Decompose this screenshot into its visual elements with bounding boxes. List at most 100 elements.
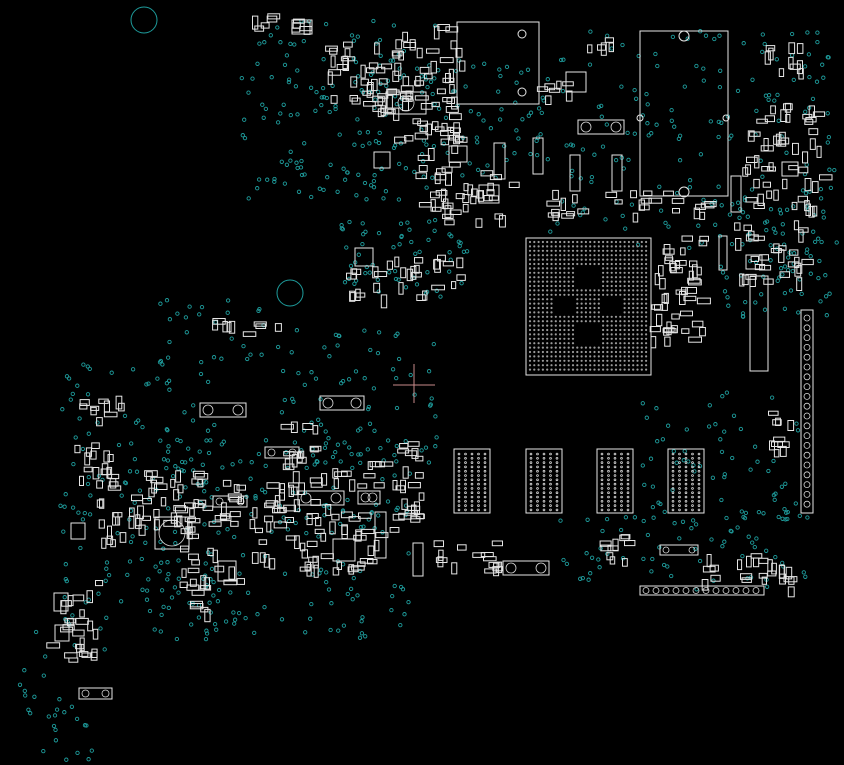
component [357, 490, 381, 505]
bga-ball [645, 254, 648, 257]
via [299, 448, 304, 453]
passive [437, 254, 446, 262]
bga-chip[interactable] [525, 237, 652, 376]
passive [61, 600, 72, 607]
via [383, 189, 389, 194]
bga-ball [567, 289, 570, 292]
via [431, 341, 436, 347]
passive [648, 197, 663, 204]
passive [443, 198, 449, 210]
bga-ball [571, 254, 575, 257]
via [376, 230, 382, 236]
passive [435, 190, 448, 196]
via [166, 444, 171, 449]
bga-outline[interactable] [525, 237, 652, 376]
bga-ball [580, 320, 583, 323]
via [259, 352, 264, 357]
passive [438, 549, 444, 561]
via [600, 528, 605, 534]
via [279, 617, 285, 622]
passive [386, 94, 393, 109]
via [669, 118, 674, 123]
via [536, 106, 542, 111]
via [570, 143, 576, 148]
via [318, 567, 324, 572]
via [808, 271, 813, 276]
bga-ball [528, 350, 532, 354]
passive [68, 657, 79, 663]
bga-ball [546, 306, 549, 310]
chip-pad [600, 495, 604, 499]
ic [478, 184, 500, 204]
bga-ball [546, 298, 549, 301]
bga-ball [554, 271, 557, 274]
passive [416, 294, 426, 301]
via [61, 529, 66, 534]
passive [343, 41, 353, 48]
passive [355, 529, 362, 542]
chip-pad [697, 452, 701, 456]
chip-pad [613, 491, 617, 495]
via [159, 560, 164, 565]
via [82, 510, 87, 516]
bga-ball [619, 350, 622, 354]
bga-ball [584, 355, 588, 358]
via [649, 131, 654, 136]
via [304, 465, 309, 471]
chip-pad [529, 465, 533, 469]
passive [434, 172, 441, 185]
bga-ball [563, 267, 566, 270]
via [738, 206, 743, 212]
bga-ball [537, 320, 540, 323]
chip-pad [607, 452, 610, 456]
via [632, 131, 637, 136]
via [335, 189, 340, 194]
via [147, 608, 153, 614]
bga-ball [537, 346, 540, 349]
bga-ball [610, 289, 613, 292]
passive [229, 497, 242, 503]
bga-ball [533, 276, 536, 279]
pad [535, 562, 547, 574]
bga-ball [645, 240, 648, 244]
chip-pad [691, 461, 694, 464]
bga-ball [619, 333, 622, 336]
bga-ball [614, 240, 618, 244]
via [741, 41, 746, 46]
via [390, 58, 396, 63]
chip-pad [620, 499, 623, 503]
bga-ball [528, 289, 532, 292]
via [394, 507, 399, 513]
passive [753, 178, 760, 189]
bga-ball [645, 258, 648, 261]
via [119, 493, 124, 498]
via [467, 161, 472, 166]
passive [91, 442, 100, 449]
via [826, 134, 832, 140]
bga-ball [636, 346, 639, 349]
via [806, 52, 812, 57]
via [584, 551, 589, 556]
bga-ball [528, 337, 532, 340]
bga-ball [533, 350, 536, 354]
bga-ball [528, 284, 532, 288]
passive [253, 321, 267, 327]
passive [687, 277, 701, 284]
passive [556, 80, 562, 90]
bga-ball [550, 302, 553, 305]
bga-ball [576, 240, 579, 244]
via [249, 460, 254, 465]
via [657, 545, 662, 550]
bga-ball [563, 355, 566, 358]
passive [488, 561, 501, 568]
chip-pad [464, 465, 467, 469]
via [57, 697, 62, 702]
via [381, 196, 386, 201]
passive [607, 545, 619, 552]
passive [220, 515, 232, 522]
bga-ball [632, 240, 635, 244]
passive [100, 468, 111, 476]
via [132, 500, 137, 505]
passive [192, 470, 205, 478]
